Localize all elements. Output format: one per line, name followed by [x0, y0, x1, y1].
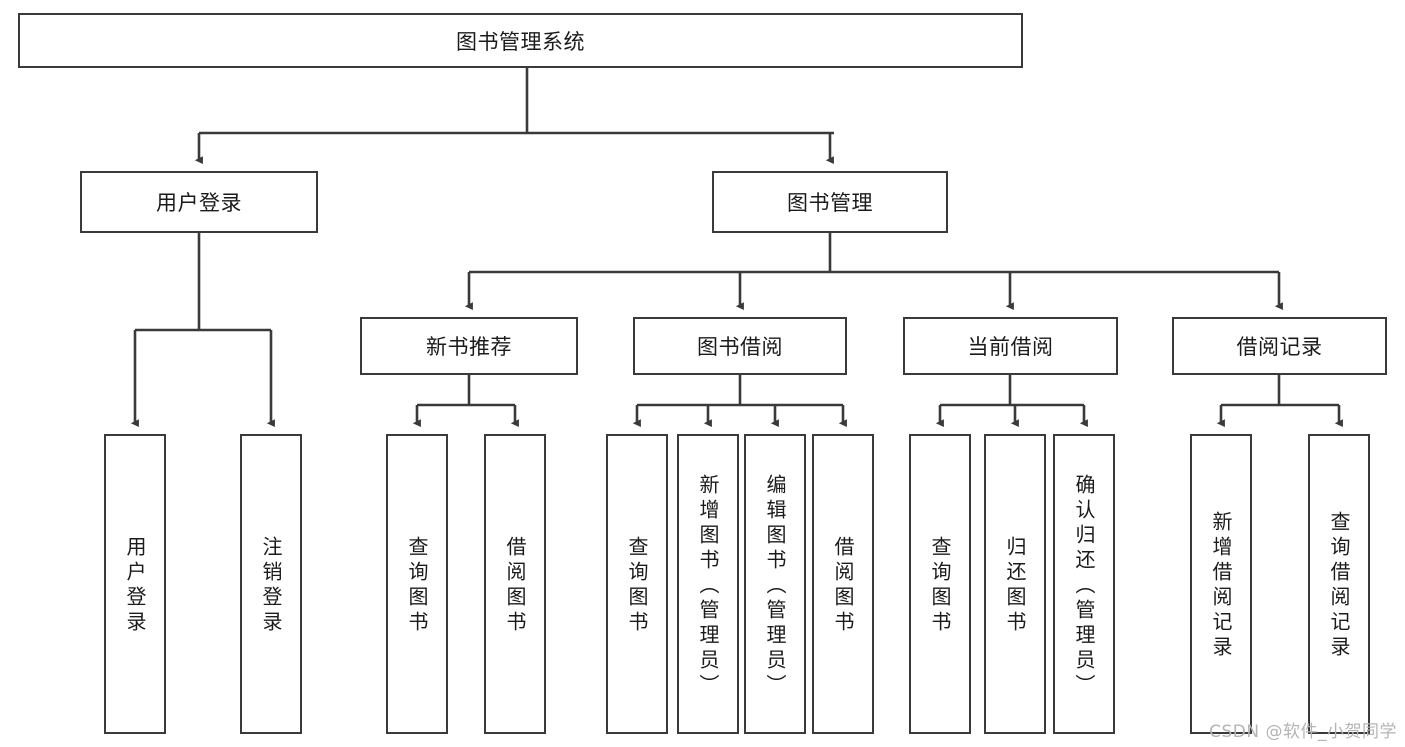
node-label: 新书推荐 [426, 335, 512, 359]
node-label: 当前借阅 [967, 335, 1054, 359]
node-label: 新增借阅记录 [1209, 511, 1233, 661]
leaf-node-leaf-query-book-2[interactable]: 查询图书 [606, 434, 668, 734]
node-label: 归还图书 [1003, 536, 1027, 636]
level2-node-book-manage[interactable]: 图书管理 [712, 171, 948, 233]
leaf-node-leaf-query-book-1[interactable]: 查询图书 [386, 434, 448, 734]
level2-node-user-login[interactable]: 用户登录 [80, 171, 318, 233]
leaf-node-leaf-confirm-return[interactable]: 确认归还（管理员） [1053, 434, 1115, 734]
root-node-root[interactable]: 图书管理系统 [18, 13, 1023, 68]
node-label: 查询图书 [625, 536, 649, 636]
leaf-node-leaf-add-record[interactable]: 新增借阅记录 [1190, 434, 1252, 734]
node-label: 用户登录 [156, 191, 242, 215]
node-label: 新增图书（管理员） [696, 473, 720, 699]
leaf-node-leaf-add-book[interactable]: 新增图书（管理员） [677, 434, 739, 734]
node-label: 确认归还（管理员） [1072, 473, 1096, 699]
node-label: 借阅图书 [831, 536, 855, 636]
leaf-node-leaf-borrow-book-1[interactable]: 借阅图书 [484, 434, 546, 734]
leaf-node-leaf-return-book[interactable]: 归还图书 [984, 434, 1046, 734]
leaf-node-leaf-borrow-book-2[interactable]: 借阅图书 [812, 434, 874, 734]
level3-node-current-borrow[interactable]: 当前借阅 [903, 317, 1118, 375]
leaf-node-leaf-edit-book[interactable]: 编辑图书（管理员） [744, 434, 806, 734]
node-label: 查询借阅记录 [1327, 511, 1351, 661]
level3-node-borrow-record[interactable]: 借阅记录 [1172, 317, 1387, 375]
level3-node-book-borrow[interactable]: 图书借阅 [633, 317, 847, 375]
node-label: 图书借阅 [697, 335, 783, 359]
leaf-node-leaf-user-login[interactable]: 用户登录 [104, 434, 166, 734]
node-label: 用户登录 [123, 536, 147, 636]
node-label: 查询图书 [405, 536, 429, 636]
level3-node-new-book-rec[interactable]: 新书推荐 [360, 317, 578, 375]
node-label: 注销登录 [259, 536, 283, 636]
leaf-node-leaf-query-record[interactable]: 查询借阅记录 [1308, 434, 1370, 734]
node-label: 图书管理系统 [456, 29, 585, 54]
node-label: 图书管理 [787, 191, 873, 215]
node-label: 编辑图书（管理员） [763, 473, 787, 699]
node-label: 借阅记录 [1236, 335, 1323, 359]
node-label: 借阅图书 [503, 536, 527, 636]
node-label: 查询图书 [928, 536, 952, 636]
csdn-watermark: CSDN @软件_小贺同学 [1209, 722, 1397, 742]
leaf-node-leaf-query-book-3[interactable]: 查询图书 [909, 434, 971, 734]
leaf-node-leaf-logout[interactable]: 注销登录 [240, 434, 302, 734]
